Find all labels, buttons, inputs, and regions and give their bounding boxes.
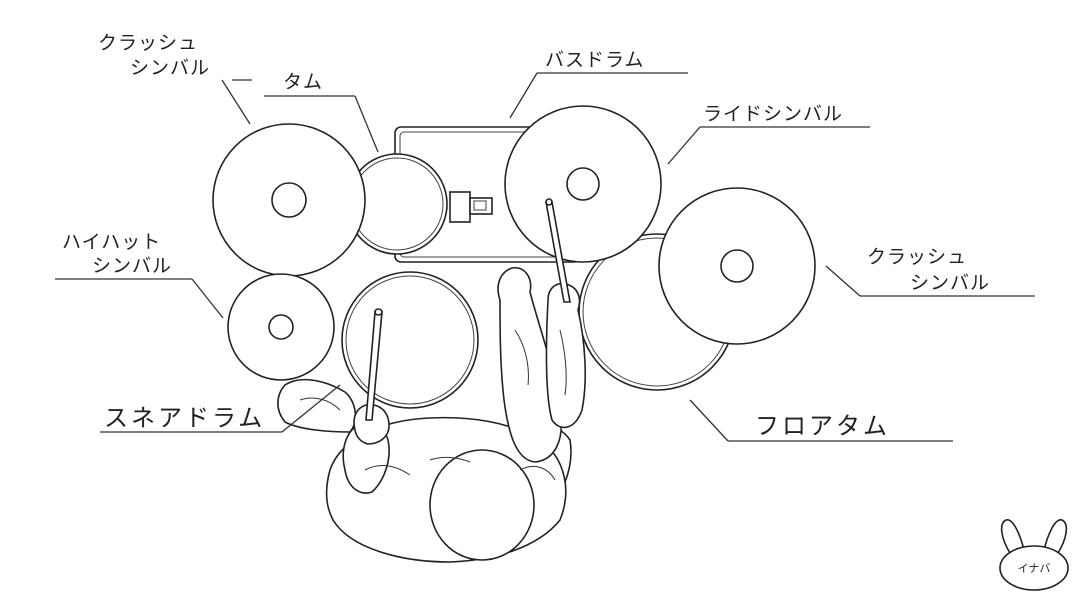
label-tom: タム	[283, 71, 323, 93]
label-crash-right-line2: シンバル	[910, 272, 990, 294]
crash-cymbal-right	[658, 187, 816, 345]
label-crash-left-line2: シンバル	[130, 57, 210, 79]
logo-text: イナバ	[1018, 562, 1051, 575]
label-snare-drum: スネアドラム	[104, 404, 265, 432]
drummer-figure	[277, 267, 587, 563]
leader-lines	[55, 72, 1035, 442]
drumstick-left	[365, 308, 383, 421]
label-crash-left-line1: クラッシュ	[98, 32, 198, 54]
label-ride-cymbal: ライドシンバル	[703, 103, 843, 125]
snare-drum	[341, 271, 479, 409]
crash-cymbal-left	[212, 123, 366, 277]
drumstick-right	[545, 198, 571, 303]
label-hihat-line2: シンバル	[92, 255, 172, 277]
label-hihat-line1: ハイハット	[62, 231, 161, 253]
label-bass-drum: バスドラム	[545, 49, 644, 71]
bass-drum-pedal	[449, 191, 493, 223]
label-floor-tom: フロアタム	[755, 412, 890, 440]
hihat-cymbal	[227, 273, 335, 381]
label-crash-right-line1: クラッシュ	[867, 246, 967, 268]
rabbit-face-icon: イナバ	[999, 519, 1069, 591]
ride-cymbal	[504, 105, 662, 263]
